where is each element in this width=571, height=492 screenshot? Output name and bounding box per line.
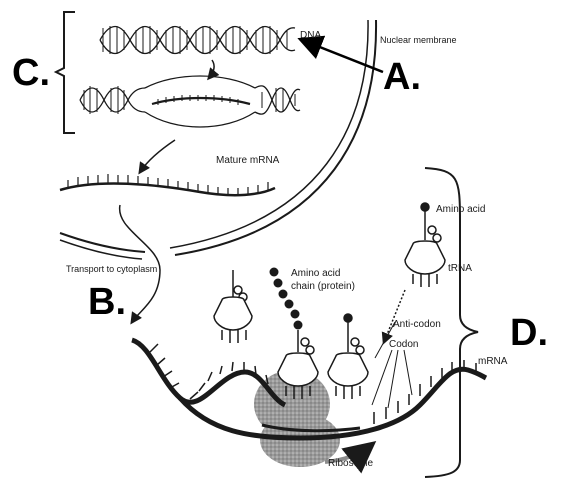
codon-pointer [372, 350, 412, 408]
marker-d: D. [510, 314, 548, 352]
amino-acid-chain-label-line2: chain (protein) [291, 281, 355, 293]
trna-molecule-1 [214, 270, 252, 343]
dna-transcription-bubble [80, 76, 300, 127]
marker-a: A. [383, 58, 421, 96]
trna-molecule-3 [328, 314, 368, 399]
mature-mrna-label: Mature mRNA [216, 155, 279, 167]
mature-mrna-strand [60, 174, 275, 196]
pointer-b-arrow [128, 302, 132, 322]
mrna-label: mRNA [478, 356, 507, 368]
codon-label: Codon [389, 339, 418, 351]
trna-incoming-arrow [384, 290, 405, 342]
transport-label: Transport to cytoplasm [66, 264, 157, 274]
anti-codon-label: Anti-codon [393, 319, 441, 331]
pointer-a-arrow [302, 40, 383, 72]
trna-molecule-4 [405, 203, 445, 287]
trna-label: tRNA [448, 263, 472, 275]
dna-double-helix [100, 26, 295, 54]
dna-to-transcription-arrow [209, 60, 214, 78]
amino-acid-label: Amino acid [436, 204, 485, 216]
ribosome-label: Ribosome [328, 458, 373, 470]
dna-label: DNA [300, 30, 321, 42]
bracket-c [56, 12, 75, 133]
marker-c: C. [12, 54, 50, 92]
nuclear-membrane-outer [175, 20, 376, 255]
nuclear-membrane-label: Nuclear membrane [380, 35, 457, 45]
marker-b: B. [88, 283, 126, 321]
amino-acid-chain-label-line1: Amino acid [291, 268, 340, 280]
transcription-to-mrna-arrow [140, 140, 175, 172]
nuclear-membrane-left-outer [60, 233, 145, 252]
